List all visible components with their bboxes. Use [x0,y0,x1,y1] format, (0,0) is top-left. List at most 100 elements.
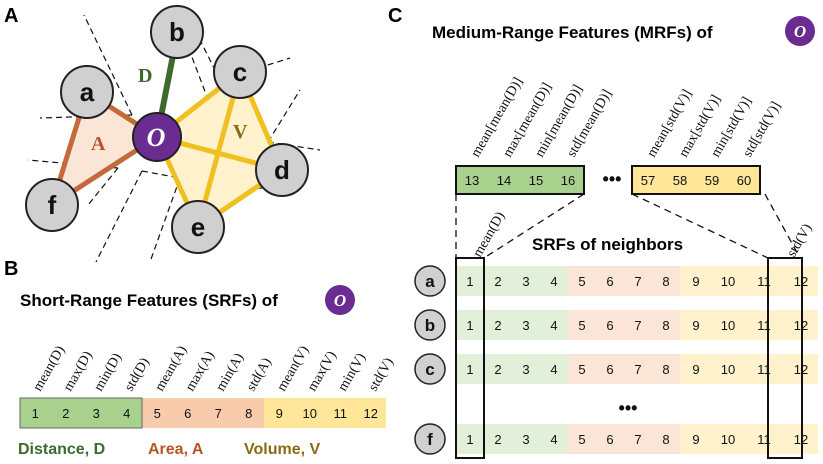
node-d: d [255,143,309,197]
row-cell [680,310,712,340]
edge-label-a: A [91,133,106,155]
row-cell-value: 7 [634,274,641,289]
row-node-circle [414,353,446,385]
row-cell-value: 4 [550,274,557,289]
row-cell [712,266,744,296]
row-cell [680,354,712,384]
row-cell [624,354,652,384]
row-cell-value: 4 [550,362,557,377]
mrf-cell-value: 15 [529,173,543,188]
srf-cell [294,398,325,428]
row-cell-value: 4 [550,318,557,333]
row-cell-value: 9 [692,274,699,289]
row-cell [624,424,652,454]
row-cell [596,424,624,454]
row-cell [484,424,512,454]
row-cell [456,266,484,296]
highlight-col-left [455,257,485,459]
row-cell [680,266,712,296]
row-cell-value: 7 [634,318,641,333]
row-cell [624,310,652,340]
col-right-label: std(V) [784,221,815,260]
svg-text:a: a [80,77,95,107]
row-node-circle [414,309,446,341]
row-cell-value: 3 [522,362,529,377]
row-cell [652,354,680,384]
row-cell-value: 8 [662,432,669,447]
row-cell [568,424,596,454]
panel-a-letter: A [4,5,18,27]
srf-cell-value: 6 [184,406,191,421]
row-cell [744,424,784,454]
srf-headers: mean(D)max(D)min(D)std(D)mean(A)max(A)mi… [30,343,397,394]
srf-cell [20,398,51,428]
srf-cell-value: 11 [334,406,348,421]
mrf-cell [728,166,760,194]
row-cell-value: 9 [692,362,699,377]
row-cell-value: 3 [522,318,529,333]
mrf-cell [664,166,696,194]
srf-title: Short-Range Features (SRFs) of [20,291,278,310]
srf-cell [142,398,173,428]
legend-distance: Distance, D [18,441,105,458]
node-a: a [60,65,114,119]
row-ellipsis: ••• [619,398,638,418]
srf-cell [50,398,81,428]
svg-text:d: d [274,155,290,185]
srf-neighbors-title: SRFs of neighbors [532,235,683,254]
srf-cell [172,398,203,428]
row-cell-value: 10 [721,432,735,447]
row-cell [712,310,744,340]
mrf-cell-value: 59 [705,173,719,188]
mrf-cell [456,166,488,194]
row-cell-value: 1 [466,274,473,289]
row-cell [568,310,596,340]
row-cell-value: 1 [466,318,473,333]
row-node-label: b [425,316,435,335]
row-cell [540,424,568,454]
srf-cell [203,398,234,428]
row-cell [596,266,624,296]
srf-cell-value: 3 [93,406,100,421]
row-cell-value: 2 [494,362,501,377]
row-cell-value: 3 [522,432,529,447]
panel-b-letter: B [4,258,18,280]
mrf-cell [552,166,584,194]
srf-header-label: max(A) [183,349,218,394]
highlight-col-right [767,257,803,459]
node-b: b [150,5,204,59]
mrf-headers: mean[mean(D)]max[mean(D)]min[mean(D)]std… [468,75,784,160]
mrf-cell-value: 57 [641,173,655,188]
svg-text:e: e [191,212,205,242]
row-cell [484,310,512,340]
row-cell-value: 5 [578,318,585,333]
srf-group-distance [19,397,143,429]
row-cell-value: 7 [634,432,641,447]
svg-text:f: f [48,190,57,220]
row-cell [456,424,484,454]
row-node-label: c [425,360,434,379]
svg-text:O: O [334,291,346,310]
projection-lines [455,193,801,259]
srf-header-label: min(D) [91,351,125,394]
mrf-title-o-badge: O [785,16,815,46]
row-cell [744,266,784,296]
row-cell [484,266,512,296]
edge-label-d: D [138,65,152,87]
srf-cell-value: 10 [303,406,317,421]
node-center-o: O [132,112,182,162]
srf-cell-value: 5 [154,406,161,421]
row-cell-value: 8 [662,274,669,289]
row-cell [540,266,568,296]
legend-volume: Volume, V [244,441,320,458]
srf-cell [81,398,112,428]
srf-title-o-badge: O [325,285,355,315]
row-cell [540,354,568,384]
srf-cell-value: 4 [123,406,130,421]
mrf-cell-value: 16 [561,173,575,188]
row-cell [712,424,744,454]
